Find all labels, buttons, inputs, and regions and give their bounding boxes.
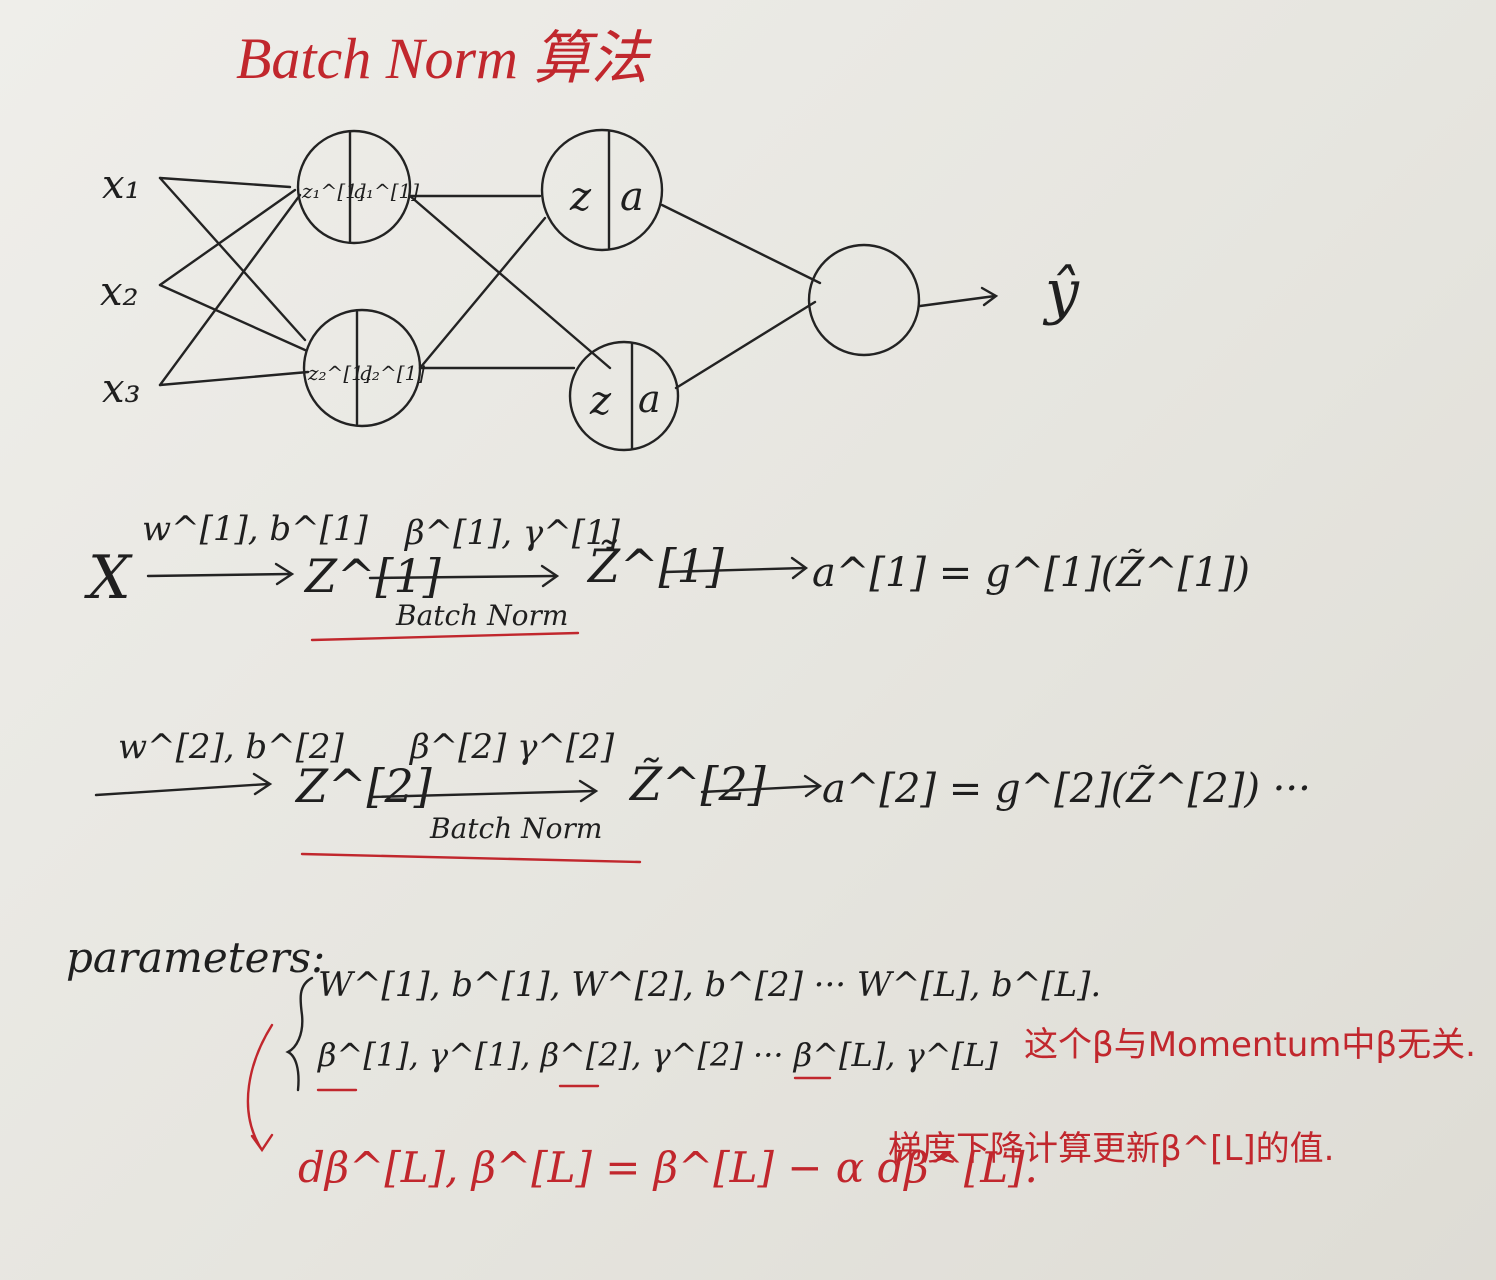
- arrow: [370, 779, 599, 803]
- output-node: [807, 243, 921, 357]
- layer2-node1: z a: [540, 128, 664, 252]
- flow-activation: a^[2] = g^[2](Z̃^[2]) ···: [822, 765, 1311, 812]
- momentum-note: 这个β与Momentum中β无关.: [1024, 1025, 1476, 1065]
- node-a-label: a: [638, 377, 661, 421]
- flow-x: X: [84, 543, 133, 613]
- node-a-label: a₁^[1]: [354, 179, 419, 203]
- node-z-label: z₁^[1]: [301, 179, 366, 203]
- arrow-label-wb: w^[2], b^[2]: [118, 727, 345, 767]
- layer1-node2: z₂^[1] a₂^[1]: [302, 308, 425, 428]
- flow-z-tilde: Z̃^[2]: [628, 757, 766, 811]
- arrow: [700, 774, 823, 798]
- layer1-node1: z₁^[1] a₁^[1]: [296, 129, 419, 245]
- arrow-label-wb: w^[1], b^[1]: [142, 509, 369, 549]
- page-title: Batch Norm 算法: [236, 26, 652, 91]
- arrow: [368, 564, 560, 588]
- flow-z: Z^[1]: [303, 549, 441, 603]
- layer2-flow: w^[2], b^[2] Z^[2] β^[2] γ^[2] Batch Nor…: [94, 727, 1311, 864]
- layer1-flow: X w^[1], b^[1] Z^[1] β^[1], γ^[1] Batch …: [84, 509, 1250, 642]
- batch-norm-underline: [310, 631, 580, 642]
- parameters-section: parameters: W^[1], b^[1], W^[2], b^[2] ·…: [66, 933, 1476, 1192]
- parameters-row-wb: W^[1], b^[1], W^[2], b^[2] ··· W^[L], b^…: [318, 965, 1101, 1005]
- arrow: [663, 556, 809, 580]
- node-z-label: z: [589, 378, 612, 424]
- input-x1: x₁: [102, 162, 141, 208]
- flow-z-tilde: Z̃^[1]: [586, 539, 724, 593]
- parameters-row-beta-gamma: β^[1], γ^[1], β^[2], γ^[2] ··· β^[L], γ^…: [317, 1036, 998, 1074]
- node-a-label: a: [620, 174, 644, 220]
- input-x2: x₂: [100, 269, 139, 315]
- parameters-label: parameters:: [66, 933, 325, 982]
- arrow: [94, 772, 273, 797]
- flow-z: Z^[2]: [294, 759, 432, 813]
- batch-norm-label: Batch Norm: [429, 812, 602, 845]
- node-a-label: a₂^[1]: [360, 361, 425, 385]
- flow-activation: a^[1] = g^[1](Z̃^[1]): [812, 549, 1250, 596]
- parameters-brace: [285, 976, 314, 1092]
- node-z-label: z: [569, 174, 592, 220]
- input-connections: [158, 176, 999, 390]
- batch-norm-label: Batch Norm: [395, 599, 568, 632]
- input-x3: x₃: [102, 366, 141, 412]
- gradient-update-formula: dβ^[L], β^[L] = β^[L] − α dβ^[L].: [298, 1143, 1038, 1192]
- arrow: [146, 562, 295, 586]
- arrow-label-beta-gamma: β^[2] γ^[2]: [408, 727, 615, 767]
- red-bracket: [246, 1023, 274, 1153]
- node-z-label: z₂^[1]: [307, 361, 372, 385]
- output-y-hat: ŷ: [1042, 257, 1080, 327]
- batch-norm-underline: [300, 852, 642, 864]
- layer2-node2: z a: [568, 340, 680, 452]
- neural-network-diagram: x₁ x₂ x₃ z₁^[1] a₁^[1] z₂^[1] a₂^[1] z a: [100, 128, 1080, 452]
- arrow-label-beta-gamma: β^[1], γ^[1]: [403, 513, 621, 553]
- gradient-descent-note: 梯度下降计算更新β^[L]的值.: [888, 1129, 1334, 1169]
